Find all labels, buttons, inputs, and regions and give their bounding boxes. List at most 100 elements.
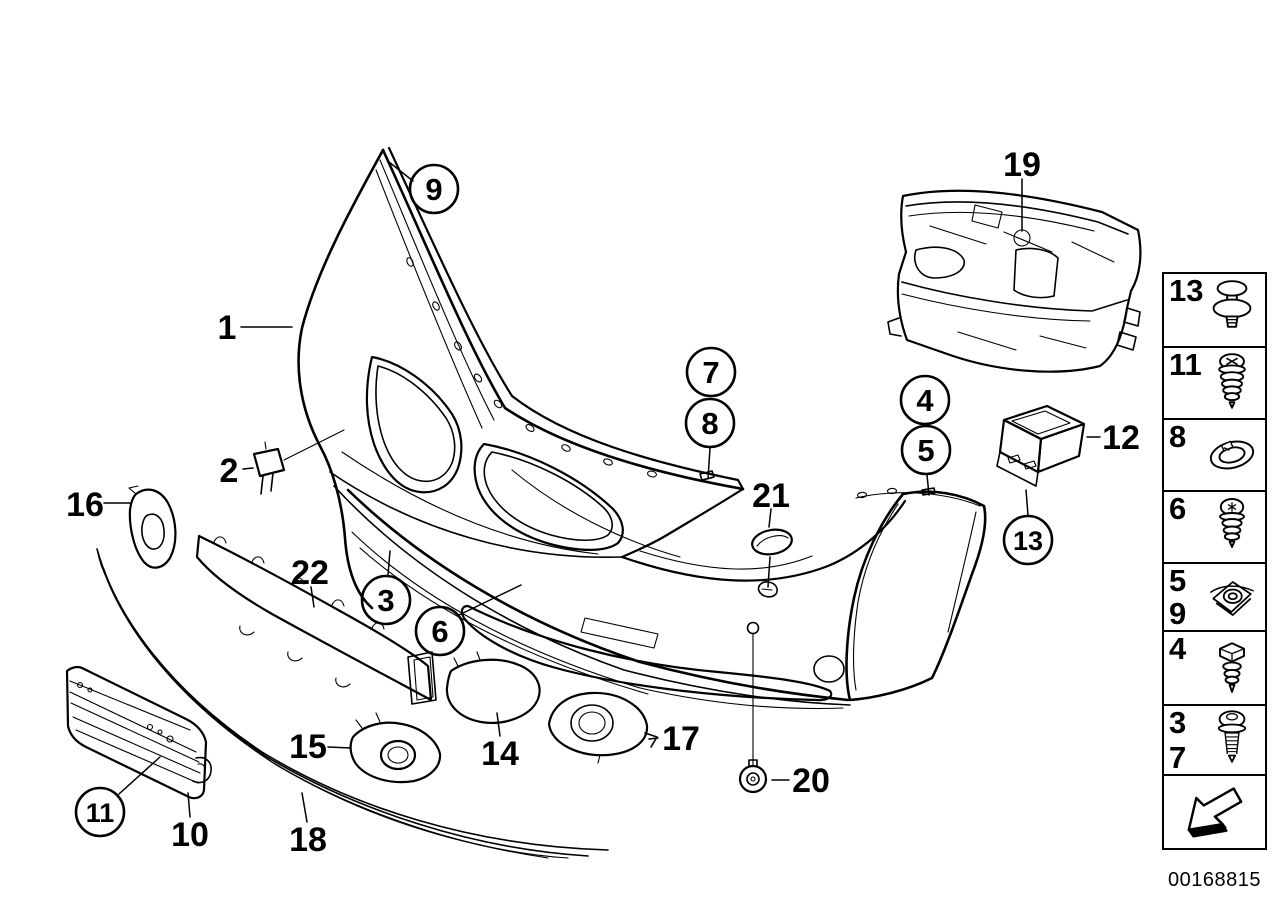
callout-leader-line [458,584,522,616]
callout-number: 14 [481,735,519,773]
callout-16[interactable]: 16 [66,486,131,524]
callout-circle [684,397,736,449]
bracket-part-2 [252,429,345,495]
callout-number: 7 [702,355,719,390]
callout-13[interactable]: 13 [1002,489,1054,566]
back-arrow-icon [1187,787,1242,838]
callout-circle [360,574,412,626]
rivet-icon [1212,280,1252,328]
legend-item-4[interactable]: 4 [1164,632,1265,706]
callout-18[interactable]: 18 [289,792,327,859]
legend-number: 7 [1169,739,1187,775]
open-grille-part-14 [445,651,541,724]
callout-leader-line [187,792,191,818]
hex-screw-icon [1219,642,1245,693]
callout-number: 2 [220,452,239,490]
callout-number: 1 [218,309,237,347]
grommet-part-20 [738,759,768,794]
legend-number: 5 [1169,563,1187,598]
callout-leader-line [310,586,315,608]
pan-screw-icon [1217,710,1247,763]
diagram-id: 00168815 [1168,869,1261,891]
legend-number: 4 [1169,631,1187,666]
callout-10[interactable]: 10 [171,792,209,854]
legend-item-6[interactable]: 6 [1164,492,1265,564]
callout-circle [1002,514,1054,566]
callout-circle [408,163,460,215]
callout-leader-line [301,792,308,823]
callout-number: 16 [66,486,104,524]
callout-5[interactable]: 5 [900,424,952,496]
callout-leader-line [242,467,254,470]
callout-leader-line [387,550,391,576]
callout-6[interactable]: 6 [414,584,522,657]
callout-number: 11 [86,798,115,828]
license-plate-base-part-10 [65,665,212,800]
callout-17[interactable]: 17 [648,720,700,758]
callout-9[interactable]: 9 [388,161,460,215]
callout-8[interactable]: 8 [684,397,736,480]
callout-leader-line [767,556,771,588]
callout-circle [899,374,951,426]
callout-20[interactable]: 20 [771,762,830,800]
bumper-trim-panel [297,146,907,767]
callout-number: 12 [1102,419,1140,457]
legend-item-13[interactable]: 13 [1164,274,1265,348]
legend-item-8[interactable]: 8 [1164,420,1265,492]
open-grille-part-15 [349,712,442,784]
legend-item-11[interactable]: 11 [1164,348,1265,420]
callout-3[interactable]: 3 [360,550,412,626]
edge-clip-details [406,257,657,478]
callout-15[interactable]: 15 [289,728,352,766]
callout-number: 21 [752,477,790,515]
callout-leader-line [1025,489,1029,516]
callout-number: 3 [377,583,394,618]
washer-cover-part-16 [128,485,177,569]
callout-leader-line [707,447,711,480]
callout-number: 18 [289,821,327,859]
callout-number: 22 [291,554,329,592]
legend-back-arrow[interactable] [1164,776,1265,848]
callout-number: 9 [425,172,442,207]
callout-leader-line [926,474,930,496]
legend-number: 8 [1169,419,1187,454]
callout-number: 8 [701,406,718,441]
callout-number: 20 [792,762,830,800]
callout-leader-line [388,161,414,182]
callout-leader-line [768,508,772,528]
callout-circle [74,786,126,838]
trim-strip-part-18 [96,548,609,859]
callout-circle [414,605,466,657]
callout-21[interactable]: 21 [752,477,790,588]
callout-14[interactable]: 14 [481,712,519,773]
cap-part-21 [751,528,793,598]
air-duct-part-19 [887,189,1142,373]
speed-nut-icon [1209,581,1255,616]
air-duct-part-12 [996,404,1086,487]
callout-2[interactable]: 2 [220,452,254,490]
callout-number: 6 [431,614,448,649]
callout-1[interactable]: 1 [218,309,293,347]
callout-number: 5 [917,433,934,468]
screw-torx-icon [1219,498,1245,548]
callout-11[interactable]: 11 [74,756,161,838]
callout-leader-line [327,746,352,749]
bumper-right-corner [845,487,987,702]
grommet-icon [1206,436,1258,474]
callout-19[interactable]: 19 [1003,146,1041,232]
legend-number: 9 [1169,595,1187,631]
callout-7[interactable]: 7 [685,346,737,398]
callout-number: 13 [1013,526,1043,556]
callout-22[interactable]: 22 [291,554,329,608]
legend-number: 11 [1169,347,1202,382]
legend-number: 13 [1169,273,1204,308]
callout-circle [685,346,737,398]
callout-4[interactable]: 4 [899,374,951,426]
callout-12[interactable]: 12 [1086,419,1140,457]
callout-circle [900,424,952,476]
